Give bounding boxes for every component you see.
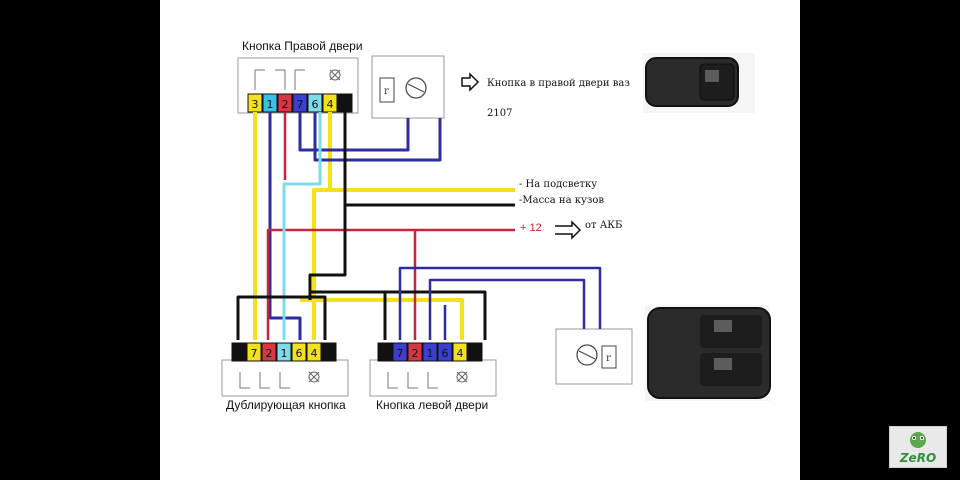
right-door-photo	[643, 53, 755, 113]
indicator-lamp-icon	[329, 69, 341, 81]
right-door-title: Кнопка Правой двери	[242, 39, 363, 53]
pin-label: 5	[472, 347, 479, 360]
right-door-note-line2: 2107	[487, 108, 513, 119]
frog-icon	[910, 432, 926, 448]
right-window-motor: r	[371, 55, 445, 119]
pin-label: 3	[382, 347, 389, 360]
battery-label: от АКБ	[585, 220, 623, 231]
window-motor-icon	[576, 344, 598, 366]
lighting-label: - На подсветку	[519, 179, 598, 190]
pin-label: 1	[281, 347, 288, 360]
pin-label: 5	[342, 98, 349, 111]
pin-label: 2	[266, 347, 273, 360]
left-door-switch	[369, 359, 497, 397]
pin-label: 5	[326, 347, 333, 360]
left-door-connector	[377, 342, 483, 362]
plus12-label: + 12	[520, 222, 542, 234]
pin-label: 7	[251, 347, 258, 360]
pin-label: 7	[297, 98, 304, 111]
watermark-logo: ZeRO	[889, 426, 947, 468]
pin-label: 1	[427, 347, 434, 360]
pin-label: 2	[412, 347, 419, 360]
pin-label: 6	[296, 347, 303, 360]
pin-label: 4	[311, 347, 318, 360]
logo-text: ZeRO	[899, 451, 937, 465]
right-arrow-icon	[461, 72, 480, 92]
pin-label: 3	[236, 347, 243, 360]
left-door-button-label: Кнопка левой двери	[376, 398, 489, 412]
right-door-note: Кнопка в правой двери ваз	[487, 78, 630, 89]
ground-label: -Масса на кузов	[519, 195, 604, 206]
pin-label: 2	[282, 98, 289, 111]
pin-label: 6	[312, 98, 319, 111]
duplicate-button-label: Дублирующая кнопка	[226, 398, 346, 412]
pin-label: 6	[442, 347, 449, 360]
indicator-lamp-icon	[308, 371, 320, 383]
left-window-motor: r	[555, 328, 633, 385]
duplicate-connector	[231, 342, 337, 362]
pin-label: 3	[252, 98, 259, 111]
pin-label: 4	[327, 98, 334, 111]
svg-text:r: r	[384, 86, 389, 97]
pin-label: 1	[267, 98, 274, 111]
right-arrow-icon	[555, 220, 582, 240]
indicator-lamp-icon	[456, 371, 468, 383]
svg-text:r: r	[606, 353, 611, 364]
wires	[236, 112, 602, 340]
left-door-photo	[645, 305, 771, 401]
duplicate-switch	[221, 359, 349, 397]
window-motor-icon	[405, 77, 427, 99]
pin-label: 4	[457, 347, 464, 360]
pin-label: 7	[397, 347, 404, 360]
